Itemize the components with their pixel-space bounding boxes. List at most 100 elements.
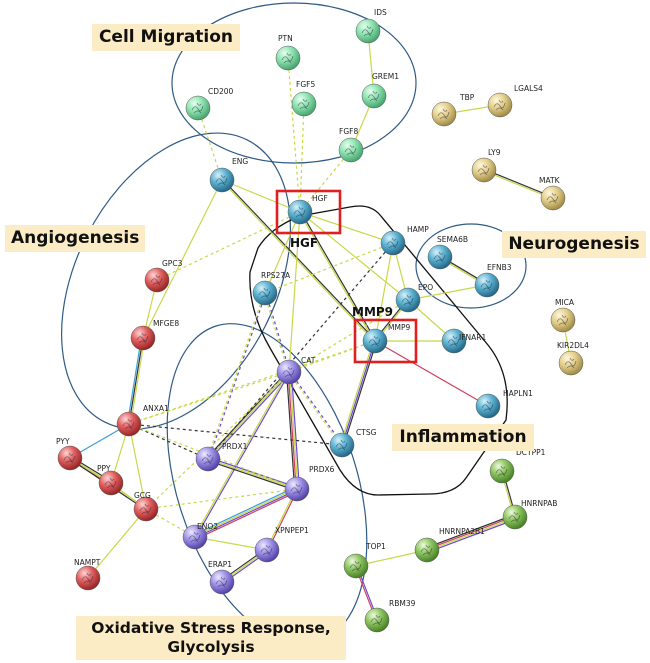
node-bubble[interactable] — [475, 393, 501, 419]
node-bubble[interactable] — [474, 272, 500, 298]
node-prdx1[interactable]: PRDX1 — [195, 442, 248, 472]
protein-structure-icon — [361, 25, 374, 37]
node-bubble[interactable] — [550, 307, 576, 333]
node-dctpp1[interactable]: DCTPP1 — [489, 448, 546, 484]
node-hnrnpa2b1[interactable]: HNRNPA2B1 — [414, 527, 485, 563]
node-bubble[interactable] — [254, 537, 280, 563]
node-bubble[interactable] — [284, 476, 310, 502]
node-bubble[interactable] — [287, 199, 313, 225]
node-bubble[interactable] — [291, 91, 317, 117]
node-pyy[interactable]: PYY — [56, 437, 83, 471]
node-rbm39[interactable]: RBM39 — [364, 599, 416, 633]
hgf-hub-label: HGF — [290, 236, 319, 250]
node-bubble[interactable] — [489, 458, 515, 484]
protein-structure-icon — [447, 335, 460, 347]
node-bubble[interactable] — [540, 185, 566, 211]
node-ifnar1[interactable]: IFNAR1 — [441, 328, 486, 354]
node-label: ANXA1 — [143, 404, 169, 413]
node-eng[interactable]: ENG — [209, 157, 248, 193]
node-sema6b[interactable]: SEMA6B — [427, 235, 468, 270]
node-top1[interactable]: TOP1 — [343, 542, 386, 579]
node-nampt[interactable]: NAMPT — [74, 558, 101, 591]
node-kir2dl4[interactable]: KIR2DL4 — [557, 341, 589, 376]
node-ppy[interactable]: PPY — [97, 464, 124, 496]
node-tbp[interactable]: TBP — [431, 93, 475, 127]
protein-structure-icon — [293, 206, 306, 218]
node-matk[interactable]: MATK — [539, 176, 566, 211]
node-bubble[interactable] — [355, 18, 381, 44]
node-bubble[interactable] — [252, 280, 278, 306]
node-bubble[interactable] — [209, 167, 235, 193]
node-bubble[interactable] — [380, 230, 406, 256]
node-bubble[interactable] — [395, 287, 421, 313]
node-anxa1[interactable]: ANXA1 — [116, 404, 169, 437]
node-fgf5[interactable]: FGF5 — [291, 80, 317, 117]
protein-structure-icon — [63, 452, 76, 464]
node-hnrnpab[interactable]: HNRNPAB — [502, 499, 557, 530]
node-bubble[interactable] — [185, 95, 211, 121]
node-bubble[interactable] — [329, 432, 355, 458]
node-bubble[interactable] — [338, 137, 364, 163]
node-lgals4[interactable]: LGALS4 — [487, 84, 543, 118]
node-efnb3[interactable]: EFNB3 — [474, 263, 512, 298]
edge-eng-mmp9 — [220, 179, 377, 342]
node-bubble[interactable] — [75, 565, 101, 591]
node-gcg[interactable]: GCG — [133, 491, 159, 522]
node-cd200[interactable]: CD200 — [185, 87, 234, 121]
node-hgf[interactable]: HGF — [287, 194, 328, 225]
node-hamp[interactable]: HAMP — [380, 225, 429, 256]
node-bubble[interactable] — [431, 101, 457, 127]
node-hapln1[interactable]: HAPLN1 — [475, 389, 533, 419]
node-grem1[interactable]: GREM1 — [361, 72, 399, 109]
node-cat[interactable]: CAT — [276, 356, 316, 385]
node-bubble[interactable] — [361, 83, 387, 109]
node-mica[interactable]: MICA — [550, 298, 576, 333]
node-ptn[interactable]: PTN — [275, 34, 301, 71]
node-bubble[interactable] — [275, 45, 301, 71]
node-bubble[interactable] — [441, 328, 467, 354]
node-bubble[interactable] — [364, 607, 390, 633]
node-bubble[interactable] — [144, 267, 170, 293]
protein-structure-icon — [122, 418, 135, 430]
node-bubble[interactable] — [276, 359, 302, 385]
node-bubble[interactable] — [98, 470, 124, 496]
protein-structure-icon — [290, 483, 303, 495]
node-epo[interactable]: EPO — [395, 283, 433, 313]
node-xpnpep1[interactable]: XPNPEP1 — [254, 526, 309, 563]
node-bubble[interactable] — [558, 350, 584, 376]
node-bubble[interactable] — [209, 569, 235, 595]
protein-structure-icon — [556, 314, 569, 326]
node-erap1[interactable]: ERAP1 — [208, 560, 235, 595]
node-rps27a[interactable]: RPS27A — [252, 271, 291, 306]
cell-migration-outline — [171, 2, 417, 164]
node-label: RPS27A — [261, 271, 291, 280]
edge-hgf-epo — [299, 211, 409, 301]
edge-anxa1-prdx1 — [128, 423, 209, 460]
edge-cat-anxa1 — [128, 371, 290, 425]
node-eno2[interactable]: ENO2 — [182, 522, 218, 550]
node-bubble[interactable] — [427, 244, 453, 270]
node-bubble[interactable] — [130, 325, 156, 351]
node-bubble[interactable] — [362, 328, 388, 354]
node-bubble[interactable] — [343, 553, 369, 579]
node-mmp9[interactable]: MMP9 — [362, 323, 410, 354]
node-mfge8[interactable]: MFGE8 — [130, 319, 179, 351]
node-fgf8[interactable]: FGF8 — [338, 127, 364, 163]
node-bubble[interactable] — [195, 446, 221, 472]
node-bubble[interactable] — [133, 496, 159, 522]
node-bubble[interactable] — [502, 504, 528, 530]
edge-epo-efnb3 — [407, 284, 488, 301]
node-ids[interactable]: IDS — [355, 8, 387, 44]
node-prdx6[interactable]: PRDX6 — [284, 465, 335, 502]
node-bubble[interactable] — [116, 411, 142, 437]
node-ctsg[interactable]: CTSG — [329, 428, 377, 458]
node-bubble[interactable] — [487, 92, 513, 118]
node-gpc3[interactable]: GPC3 — [144, 259, 183, 293]
node-label: MMP9 — [388, 323, 410, 332]
edge-strand — [483, 170, 553, 200]
node-bubble[interactable] — [414, 537, 440, 563]
node-ly9[interactable]: LY9 — [471, 148, 501, 183]
node-bubble[interactable] — [57, 445, 83, 471]
node-bubble[interactable] — [182, 524, 208, 550]
node-bubble[interactable] — [471, 157, 497, 183]
